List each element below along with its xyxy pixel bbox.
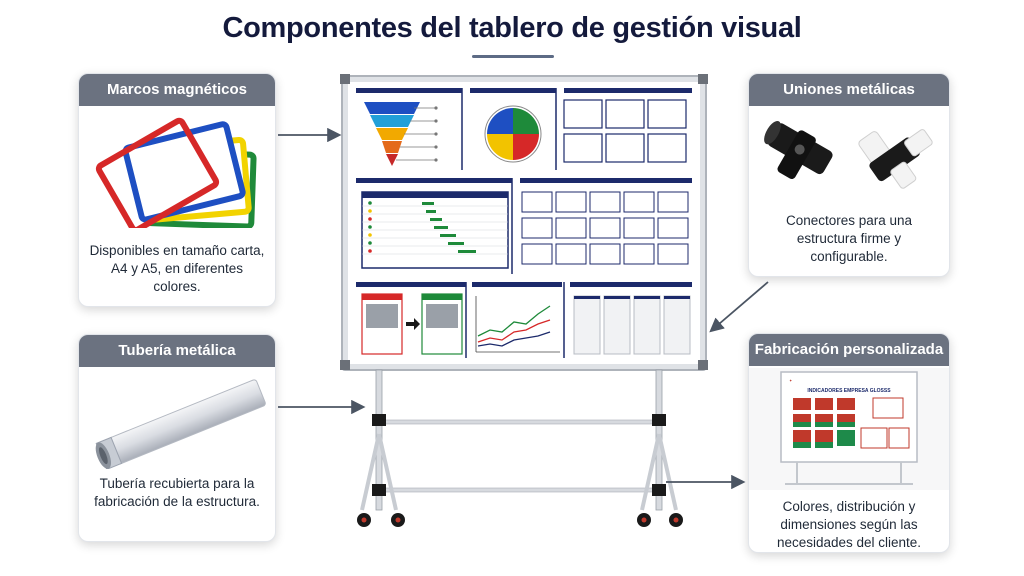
magnetic-frames-image <box>95 117 257 228</box>
document-pockets <box>570 282 692 355</box>
card-header: Uniones metálicas <box>749 74 949 106</box>
card-description: Conectores para una estructura firme y c… <box>785 213 913 264</box>
line-chart <box>472 282 565 358</box>
funnel-chart <box>356 88 463 170</box>
card-uniones-metalicas: Uniones metálicas Conectores para una es… <box>748 73 950 277</box>
svg-text:✦: ✦ <box>789 378 793 383</box>
card-header: Fabricación personalizada <box>749 334 949 366</box>
gantt-table <box>356 178 513 274</box>
card-marcos-magneticos: Marcos magnéticos Disponibles en tamaño … <box>78 73 276 307</box>
metal-connectors-image <box>764 120 933 189</box>
arrow-uniones <box>709 281 769 333</box>
card-fabricacion-personalizada: Fabricación personalizada ✦ INDICADORES … <box>748 333 950 553</box>
before-after-frames <box>356 282 467 358</box>
card-description: Tubería recubierta para la fabricación d… <box>94 476 260 509</box>
pdca-cycle <box>470 88 557 170</box>
indicator-grid-top <box>563 88 692 163</box>
card-tuberia-metalica: Tubería metálica Tubería recubierta para… <box>78 334 276 542</box>
title-underline <box>472 55 554 58</box>
metal-tube-image <box>95 379 266 469</box>
visual-management-board <box>340 74 708 527</box>
card-header: Marcos magnéticos <box>79 74 275 106</box>
card-description: Colores, distribución y dimensiones segú… <box>776 499 922 550</box>
card-header: Tubería metálica <box>79 335 275 367</box>
page-title: Componentes del tablero de gestión visua… <box>222 12 802 44</box>
indicator-grid-middle <box>520 178 692 265</box>
custom-board-image: ✦ INDICADORES EMPRESA GLOSSS <box>749 368 949 490</box>
custom-board-title: INDICADORES EMPRESA GLOSSS <box>807 388 891 394</box>
card-description: Disponibles en tamaño carta, A4 y A5, en… <box>89 243 265 294</box>
board-stand <box>357 369 683 527</box>
